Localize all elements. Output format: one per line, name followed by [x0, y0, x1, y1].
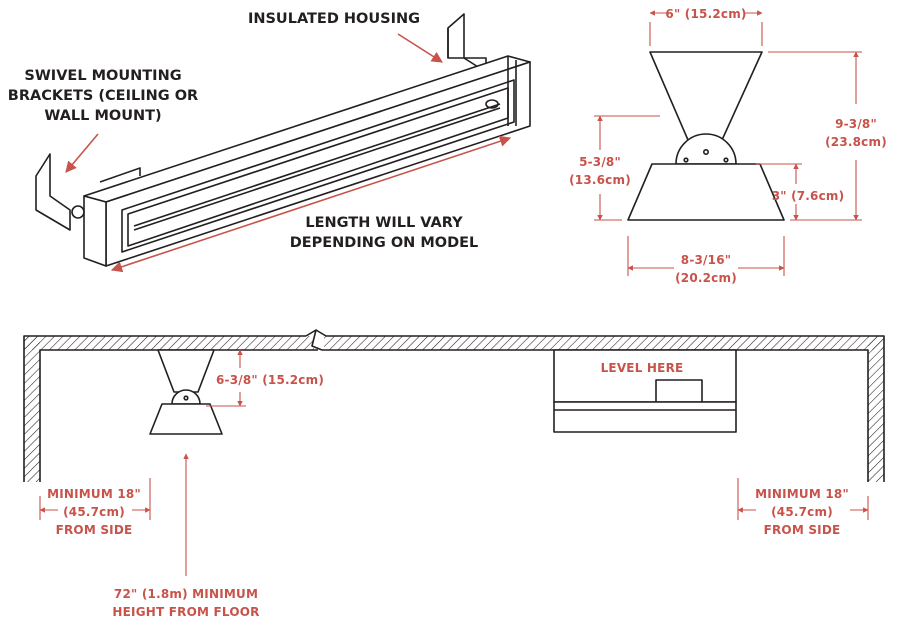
side-profile-drawing	[627, 51, 785, 221]
top-width-dim: 6" (15.2cm)	[665, 7, 746, 21]
floor-height-dim-1: 72" (1.8m) MINIMUM	[114, 587, 258, 601]
bracket-arrow	[65, 133, 99, 173]
housing-end-face	[83, 195, 107, 267]
swivel-brackets-label-1: SWIVEL MOUNTING	[24, 68, 181, 84]
min-side-right-1: MINIMUM 18"	[755, 487, 849, 501]
swivel-brackets-label-2: BRACKETS (CEILING OR	[8, 88, 198, 104]
min-side-left-1: MINIMUM 18"	[47, 487, 141, 501]
total-height-dim-2: (23.8cm)	[825, 135, 887, 149]
room-cross-section	[23, 329, 885, 482]
length-arrow	[110, 135, 512, 273]
housing-arrow	[397, 33, 443, 63]
bracket-height-dim-2: (13.6cm)	[569, 173, 631, 187]
length-label-1: LENGTH WILL VARY	[305, 215, 463, 231]
min-side-left-3: FROM SIDE	[56, 523, 133, 537]
total-height-dim-1: 9-3/8"	[835, 117, 877, 131]
insulated-housing-label: INSULATED HOUSING	[248, 11, 420, 27]
ceiling-drop-dim: 6-3/8" (15.2cm)	[216, 373, 324, 387]
body-height-dim: 3" (7.6cm)	[772, 189, 845, 203]
min-side-left-2: (45.7cm)	[63, 505, 125, 519]
body-width-dim-2: (20.2cm)	[675, 271, 737, 285]
bracket-height-dim-1: 5-3/8"	[579, 155, 621, 169]
level-heater	[553, 349, 737, 433]
ceiling-heater	[149, 349, 223, 435]
min-side-right-2: (45.7cm)	[771, 505, 833, 519]
length-label-2: DEPENDING ON MODEL	[290, 235, 479, 251]
right-swivel-bracket	[447, 13, 487, 73]
min-side-right-3: FROM SIDE	[764, 523, 841, 537]
floor-height-dim-2: HEIGHT FROM FLOOR	[112, 605, 259, 619]
body-width-dim-1: 8-3/16"	[681, 253, 731, 267]
swivel-brackets-label-3: WALL MOUNT)	[44, 108, 161, 124]
level-here-label: LEVEL HERE	[601, 361, 684, 375]
